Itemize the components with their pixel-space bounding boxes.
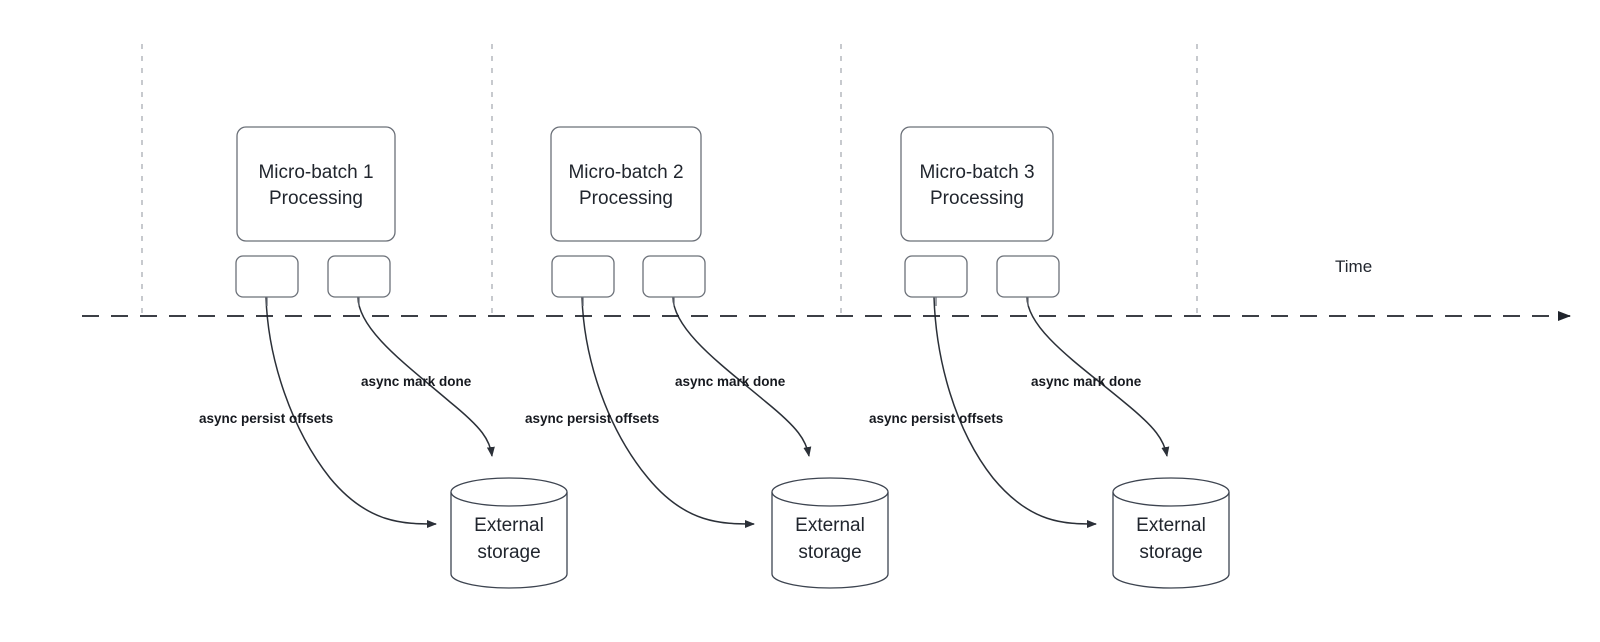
batch-box-label-1-line1: Micro-batch 1 — [258, 162, 373, 183]
edge-persist-offsets-3 — [933, 296, 1097, 528]
storage-label-2-line1: External — [795, 515, 865, 536]
storage-cylinder-3[interactable] — [1112, 477, 1230, 589]
edge-mark-done-2 — [672, 296, 812, 457]
edge-persist-offsets-2-label: async persist offsets — [525, 411, 659, 426]
edge-persist-offsets-3-label: async persist offsets — [869, 411, 1003, 426]
period-dividers — [141, 44, 1198, 318]
flow-arrows — [265, 296, 1170, 528]
batch-box-label-2-line1: Micro-batch 2 — [568, 162, 683, 183]
edge-persist-offsets-1 — [265, 296, 437, 528]
batch-box-3[interactable] — [900, 126, 1054, 242]
task-box-markdone-3[interactable] — [996, 255, 1060, 298]
storage-label-3-line1: External — [1136, 515, 1206, 536]
storage-cylinder-top-3 — [1112, 491, 1230, 507]
batch-box-label-3-line1: Micro-batch 3 — [919, 162, 1034, 183]
diagram-shapes — [235, 126, 1230, 589]
task-box-markdone-1[interactable] — [327, 255, 391, 298]
edge-mark-done-2-label: async mark done — [675, 374, 786, 389]
batch-box-label-1-line2: Processing — [269, 188, 363, 209]
storage-cylinder-top-1 — [450, 491, 568, 507]
batch-box-label-3-line2: Processing — [930, 188, 1024, 209]
edge-mark-done-1 — [357, 296, 495, 457]
edge-persist-offsets-1-label: async persist offsets — [199, 411, 333, 426]
edge-mark-done-1-label: async mark done — [361, 374, 472, 389]
edge-mark-done-3 — [1026, 296, 1170, 457]
task-box-persist-1[interactable] — [235, 255, 299, 298]
edge-mark-done-3-label: async mark done — [1031, 374, 1142, 389]
storage-label-1-line2: storage — [477, 542, 540, 563]
batch-box-2[interactable] — [550, 126, 702, 242]
storage-cylinder-top-2 — [771, 491, 889, 507]
storage-label-2-line2: storage — [798, 542, 861, 563]
edge-persist-offsets-2 — [581, 296, 755, 528]
batch-box-1[interactable] — [236, 126, 396, 242]
storage-label-1-line1: External — [474, 515, 544, 536]
storage-label-3-line2: storage — [1139, 542, 1202, 563]
storage-cylinder-1[interactable] — [450, 477, 568, 589]
task-box-persist-3[interactable] — [904, 255, 968, 298]
time-axis-label: Time — [1335, 257, 1372, 276]
storage-cylinder-2[interactable] — [771, 477, 889, 589]
task-box-persist-2[interactable] — [551, 255, 615, 298]
task-box-markdone-2[interactable] — [642, 255, 706, 298]
batch-box-label-2-line2: Processing — [579, 188, 673, 209]
